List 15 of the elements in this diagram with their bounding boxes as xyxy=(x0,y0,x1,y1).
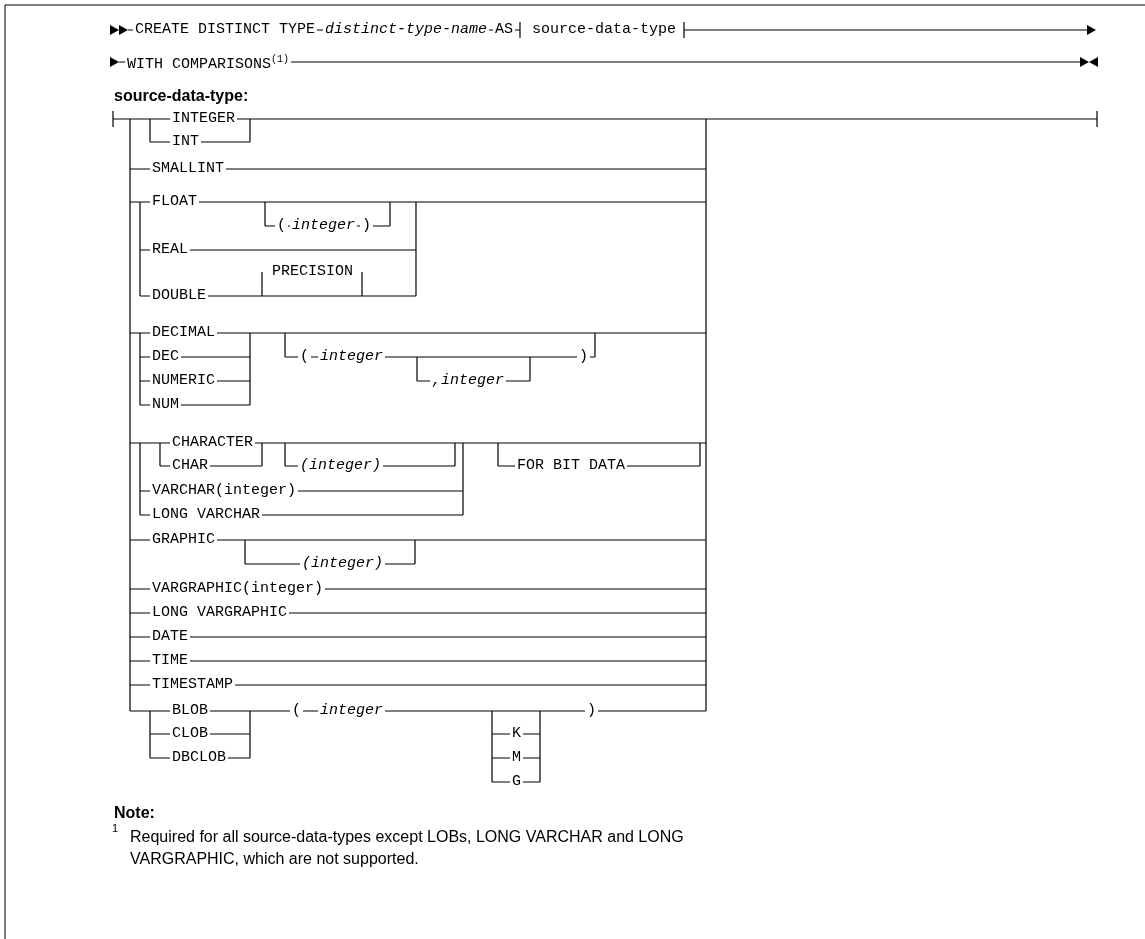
syntax-symbol: ) xyxy=(585,702,598,720)
syntax-symbol: ) xyxy=(577,348,590,366)
variable-text: integer xyxy=(318,348,385,366)
syntax-symbol: ) xyxy=(360,217,373,235)
syntax-symbol: ( xyxy=(290,702,303,720)
keyword-text: VARCHAR(integer) xyxy=(150,482,299,500)
keyword-text: VARGRAPHIC(integer) xyxy=(150,580,326,598)
variable-text: (integer) xyxy=(300,555,385,573)
variable-text: integer xyxy=(290,217,357,235)
syntax-symbol: ( xyxy=(298,348,311,366)
variable-text: integer xyxy=(318,702,385,720)
variable-text: distinct-type-name xyxy=(323,21,490,39)
variable-text: (integer) xyxy=(298,457,383,475)
syntax-symbol: ( xyxy=(275,217,288,235)
variable-text: ,integer xyxy=(430,372,506,390)
